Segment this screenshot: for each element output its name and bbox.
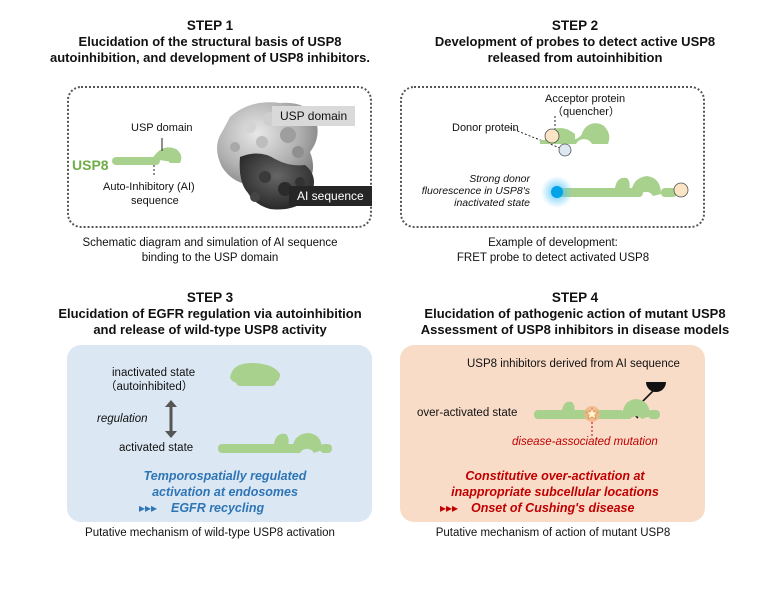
step1-title-line2: autoinhibition, and development of USP8 … bbox=[50, 50, 370, 65]
step4-highlight-line2: inappropriate subcellular locations bbox=[451, 485, 659, 499]
strong-fluorescence-line3: inactivated state bbox=[454, 197, 530, 209]
step4-mutant-protein bbox=[534, 399, 660, 436]
step3-inactive-protein bbox=[230, 362, 280, 386]
step1-panel bbox=[67, 86, 372, 228]
acceptor-label-line2: （quencher） bbox=[552, 106, 620, 118]
step1-ai-label-line1: Auto-Inhibitory (AI) bbox=[103, 181, 195, 193]
mutation-star-icon bbox=[585, 407, 599, 420]
step1-usp8-schematic bbox=[112, 138, 182, 175]
step2-caption-line2: FRET probe to detect activated USP8 bbox=[456, 252, 650, 264]
mutation-label: disease-associated mutation bbox=[512, 436, 658, 448]
inhibitor-molecule bbox=[646, 382, 666, 392]
step4-highlight-arrows: ▸▸▸ bbox=[440, 501, 459, 515]
step3-title-line1: Elucidation of EGFR regulation via autoi… bbox=[58, 306, 362, 321]
step4-panel bbox=[400, 345, 705, 522]
step3-title: STEP 3 Elucidation of EGFR regulation vi… bbox=[30, 290, 390, 338]
step2-title-line2: released from autoinhibition bbox=[487, 50, 663, 65]
acceptor-free bbox=[673, 182, 689, 198]
strong-fluorescence-line1: Strong donor bbox=[469, 173, 530, 185]
step1-usp-domain-label: USP domain bbox=[131, 122, 193, 134]
usp8-chain bbox=[112, 157, 160, 165]
donor-protein bbox=[558, 143, 572, 157]
step4-title-line1: Elucidation of pathogenic action of muta… bbox=[424, 306, 726, 321]
step1-structure-ai-tag: AI sequence bbox=[289, 186, 372, 206]
step1-ai-label-line2: sequence bbox=[131, 195, 179, 207]
step2-caption: Example of development: FRET probe to de… bbox=[403, 236, 703, 266]
regulation-label: regulation bbox=[97, 413, 148, 425]
activated-label: activated state bbox=[119, 442, 194, 454]
step4-title-line2: Assessment of USP8 inhibitors in disease… bbox=[420, 322, 730, 337]
step4-title: STEP 4 Elucidation of pathogenic action … bbox=[395, 290, 755, 338]
step1-caption: Schematic diagram and simulation of AI s… bbox=[40, 236, 380, 266]
step4-highlight-line3: Onset of Cushing's disease bbox=[471, 501, 635, 515]
step1-label: STEP 1 bbox=[186, 18, 234, 33]
step3-caption: Putative mechanism of wild-type USP8 act… bbox=[85, 527, 335, 539]
step1-caption-line1: Schematic diagram and simulation of AI s… bbox=[82, 237, 338, 249]
step2-panel bbox=[400, 86, 705, 228]
inhibitors-label: USP8 inhibitors derived from AI sequence bbox=[467, 358, 680, 370]
usp8-domain-head bbox=[152, 147, 182, 163]
step3-highlight-arrows: ▸▸▸ bbox=[139, 501, 158, 515]
inactivated-label-line1: inactivated state bbox=[112, 367, 196, 379]
step3-title-line2: and release of wild-type USP8 activity bbox=[93, 322, 327, 337]
overactivated-label: over-activated state bbox=[417, 407, 518, 419]
step2-fret-active bbox=[541, 176, 689, 208]
step1-title-line1: Elucidation of the structural basis of U… bbox=[78, 34, 342, 49]
usp8-label: USP8 bbox=[72, 157, 109, 173]
step2-title: STEP 2 Development of probes to detect a… bbox=[395, 18, 755, 66]
step1-structure-usp-tag: USP domain bbox=[272, 106, 356, 126]
step2-label: STEP 2 bbox=[551, 18, 599, 33]
step1-title: STEP 1 Elucidation of the structural bas… bbox=[30, 18, 390, 66]
step2-title-line1: Development of probes to detect active U… bbox=[434, 34, 716, 49]
step3-panel bbox=[67, 345, 372, 522]
step4-caption: Putative mechanism of action of mutant U… bbox=[435, 527, 671, 539]
strong-fluorescence-line2: fluorescence in USP8's bbox=[421, 185, 530, 197]
step3-highlight-line3: EGFR recycling bbox=[171, 501, 265, 515]
step3-active-protein bbox=[218, 433, 332, 453]
donor-fluorescing bbox=[551, 186, 563, 198]
regulation-arrow bbox=[165, 400, 177, 438]
acceptor-protein bbox=[544, 128, 560, 144]
step4-label: STEP 4 bbox=[551, 290, 599, 305]
step4-highlight-line1: Constitutive over-activation at bbox=[465, 469, 645, 483]
donor-label: Donor protein bbox=[452, 122, 519, 134]
step3-label: STEP 3 bbox=[186, 290, 234, 305]
acceptor-label-line1: Acceptor protein bbox=[545, 93, 626, 105]
inactivated-label-line2: （autoinhibited） bbox=[105, 381, 194, 393]
step3-highlight-line1: Temporospatially regulated bbox=[143, 469, 307, 483]
step2-fret-inactive bbox=[509, 116, 610, 157]
step3-highlight-line2: activation at endosomes bbox=[152, 485, 298, 499]
step2-caption-line1: Example of development: bbox=[488, 237, 618, 249]
step1-caption-line2: binding to the USP domain bbox=[141, 252, 279, 264]
